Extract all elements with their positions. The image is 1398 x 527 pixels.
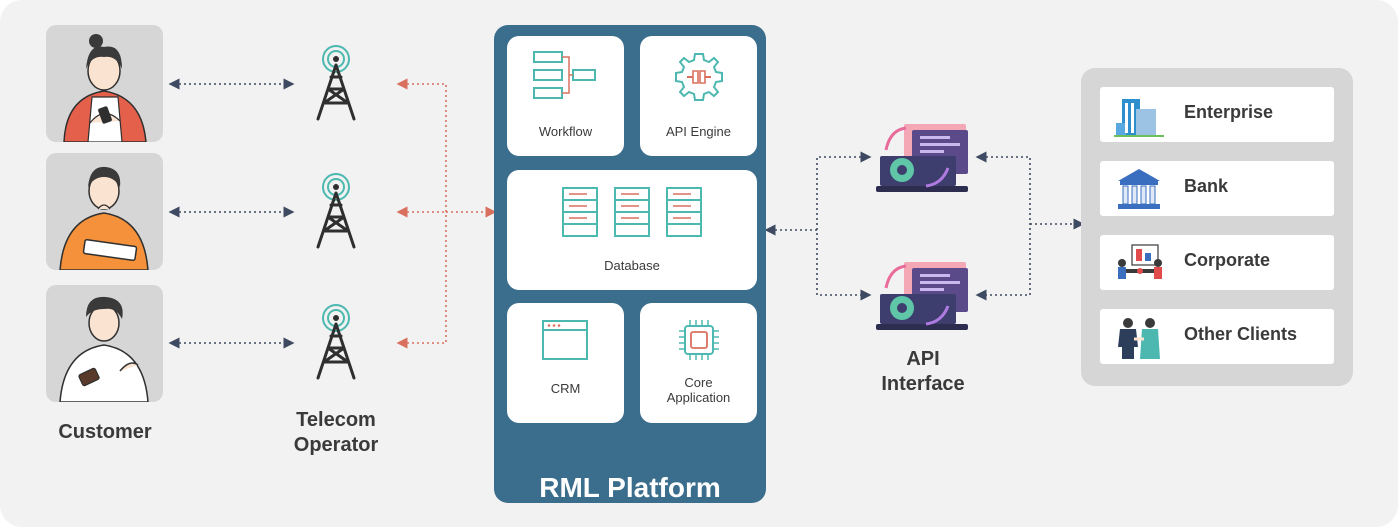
- skyscraper-icon: [1114, 99, 1164, 137]
- core-label-line2: Application: [666, 390, 731, 405]
- woman-phone-icon: [63, 34, 147, 142]
- client-row-other-clients: Other Clients: [1100, 309, 1334, 364]
- customer-label: Customer: [58, 421, 152, 443]
- telecom-label-line1: Telecom: [296, 409, 376, 431]
- handshake-people-icon: [1118, 318, 1160, 359]
- telecom-tower-icon: [316, 173, 356, 249]
- api-laptop-icon: [876, 124, 968, 192]
- crm-module: CRM: [507, 303, 624, 423]
- api-interface-label: API Interface: [848, 347, 998, 397]
- bank-building-icon: [1118, 169, 1160, 209]
- rml-platform: Workflow API Engine: [494, 25, 766, 503]
- core-label-line1: Core: [684, 375, 713, 390]
- api-label-line1: API: [906, 348, 940, 370]
- database-label: Database: [604, 258, 660, 273]
- workflow-label: Workflow: [538, 124, 593, 139]
- tower-platform-connectors: [396, 78, 497, 349]
- core-application-module: Core Application: [640, 303, 757, 423]
- api-label-line2: Interface: [881, 373, 965, 395]
- api-engine-label: API Engine: [665, 124, 732, 139]
- api-clients-connectors: [975, 151, 1085, 301]
- customer-tower-connectors: [168, 78, 295, 349]
- telecom-tower-icon: [316, 304, 356, 380]
- telecom-tower-icon: [316, 45, 356, 121]
- customer-card: [46, 285, 163, 402]
- customer-card: [46, 25, 163, 142]
- platform-api-connectors: [764, 151, 872, 301]
- platform-title: RML Platform: [539, 472, 721, 503]
- client-label: Corporate: [1184, 250, 1271, 270]
- client-row-corporate: Corporate: [1100, 235, 1334, 290]
- workflow-module: Workflow: [507, 36, 624, 156]
- client-label: Bank: [1184, 176, 1229, 196]
- meeting-presentation-icon: [1118, 244, 1162, 279]
- customer-card: [46, 153, 163, 270]
- gear-plug-icon: [675, 53, 723, 101]
- browser-window-icon: [542, 320, 588, 360]
- api-engine-module: API Engine: [640, 36, 757, 156]
- database-module: Database: [507, 170, 757, 290]
- client-label: Other Clients: [1184, 324, 1298, 344]
- crm-label: CRM: [550, 381, 581, 396]
- cpu-chip-icon: [679, 320, 719, 360]
- telecom-label-line2: Operator: [293, 434, 379, 456]
- telecom-operator-label: Telecom Operator: [256, 408, 416, 458]
- database-servers-icon: [562, 187, 702, 237]
- core-application-label: Core Application: [640, 375, 757, 405]
- man-phone-icon: [59, 296, 149, 402]
- client-row-enterprise: Enterprise: [1100, 87, 1334, 142]
- client-label: Enterprise: [1184, 102, 1274, 122]
- client-row-bank: Bank: [1100, 161, 1334, 216]
- man-tablet-icon: [59, 166, 149, 270]
- workflow-icon: [533, 51, 596, 99]
- api-laptop-icon: [876, 262, 968, 330]
